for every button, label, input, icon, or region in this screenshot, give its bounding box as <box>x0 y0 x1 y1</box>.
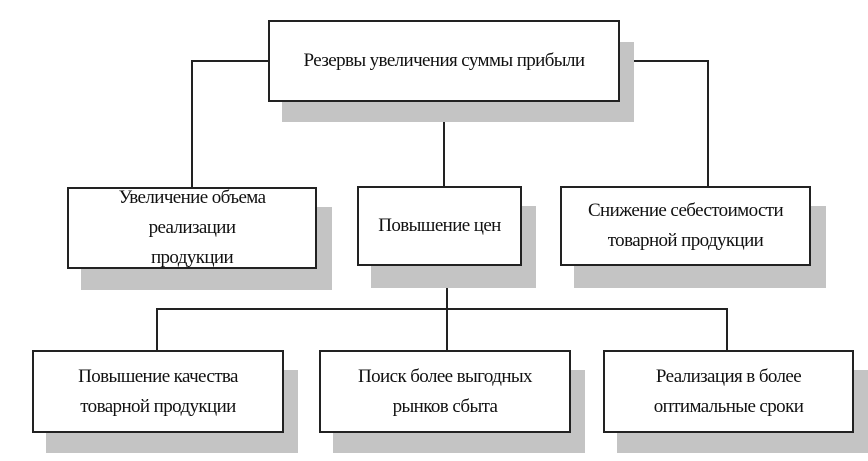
connector <box>192 60 269 62</box>
connector <box>619 60 708 62</box>
node-markets: Поиск более выгодных рынков сбыта <box>319 350 571 433</box>
root-node: Резервы увеличения суммы прибыли <box>268 20 620 102</box>
connector <box>726 308 728 351</box>
connector <box>156 308 158 351</box>
connector <box>191 60 193 188</box>
node-timing: Реализация в более оптимальные сроки <box>603 350 854 433</box>
node-quality: Повышение качества товарной продукции <box>32 350 284 433</box>
node-price-increase: Повышение цен <box>357 186 522 266</box>
node-cost-reduction: Снижение себестоимости товарной продукци… <box>560 186 811 266</box>
connector <box>443 101 445 187</box>
connector <box>157 308 728 310</box>
connector <box>707 60 709 187</box>
node-sales-volume: Увеличение объема реализации продукции <box>67 187 317 269</box>
